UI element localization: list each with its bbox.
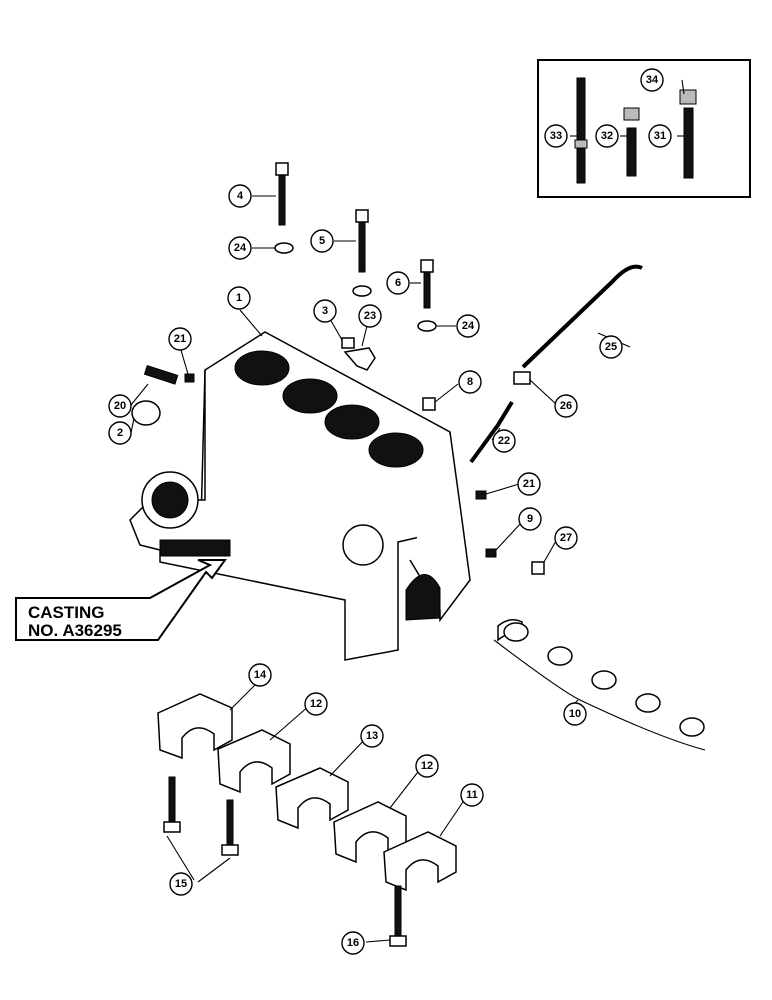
callout-26: 26 <box>554 394 578 418</box>
svg-text:21: 21 <box>523 478 535 490</box>
dipstick-25 <box>521 264 643 369</box>
bolt-15b <box>221 799 239 856</box>
svg-text:12: 12 <box>310 698 322 710</box>
callout-12a: 12 <box>304 692 328 716</box>
fitting-23 <box>343 347 376 371</box>
callout-21a: 21 <box>168 327 192 351</box>
svg-text:4: 4 <box>237 190 244 202</box>
callout-27: 27 <box>554 526 578 550</box>
svg-text:13: 13 <box>366 730 378 742</box>
svg-text:34: 34 <box>646 74 659 86</box>
svg-text:31: 31 <box>654 130 666 142</box>
callout-24a: 24 <box>228 236 252 260</box>
bearing-cap-13 <box>275 767 349 830</box>
callout-25: 25 <box>599 335 623 359</box>
callout-32: 32 <box>595 124 619 148</box>
callout-33: 33 <box>544 124 568 148</box>
callout-16: 16 <box>341 931 365 955</box>
bolt-5 <box>355 209 369 273</box>
cup-27 <box>531 561 545 575</box>
casting-label: CASTING NO. A36295 <box>15 559 227 641</box>
stud-32 <box>623 107 640 177</box>
callout-24b: 24 <box>456 314 480 338</box>
svg-text:27: 27 <box>560 532 572 544</box>
callout-21b: 21 <box>517 472 541 496</box>
bolt-15a <box>163 776 181 833</box>
callout-15: 15 <box>169 872 193 896</box>
cylinder-block-1 <box>129 331 471 661</box>
washer-24 <box>274 242 294 254</box>
svg-text:8: 8 <box>467 376 473 388</box>
callout-8: 8 <box>458 370 482 394</box>
callout-11: 11 <box>460 783 484 807</box>
callout-34: 34 <box>640 68 664 92</box>
plug-8 <box>422 397 436 411</box>
callout-9: 9 <box>518 507 542 531</box>
svg-text:32: 32 <box>601 130 613 142</box>
callout-22: 22 <box>492 429 516 453</box>
fitting-26 <box>513 371 531 385</box>
casting-label-line1: CASTING <box>28 603 105 622</box>
svg-text:24: 24 <box>462 320 475 332</box>
callout-10: 10 <box>563 702 587 726</box>
callout-2: 2 <box>108 421 132 445</box>
svg-text:11: 11 <box>466 789 478 801</box>
svg-text:20: 20 <box>114 400 126 412</box>
svg-text:26: 26 <box>560 400 572 412</box>
plug-2 <box>131 400 161 426</box>
svg-text:6: 6 <box>395 277 401 289</box>
bearing-set-10 <box>493 619 706 751</box>
callout-12b: 12 <box>415 754 439 778</box>
svg-text:14: 14 <box>254 669 267 681</box>
stud-20 <box>143 364 179 385</box>
svg-text:25: 25 <box>605 341 617 353</box>
casting-label-line2: NO. A36295 <box>28 621 122 640</box>
washer-24b <box>417 320 437 332</box>
callout-31: 31 <box>648 124 672 148</box>
svg-text:3: 3 <box>322 305 328 317</box>
bolt-6 <box>420 259 434 309</box>
plug-21b <box>475 490 487 500</box>
bolt-16 <box>389 885 407 947</box>
plug-21 <box>184 373 195 383</box>
callout-5: 5 <box>310 229 334 253</box>
bearing-cap-12a <box>217 729 291 794</box>
callout-6: 6 <box>386 271 410 295</box>
tube-22 <box>469 400 514 464</box>
svg-text:10: 10 <box>569 708 581 720</box>
bearing-cap-11 <box>383 831 457 892</box>
bolt-4 <box>275 162 289 226</box>
svg-text:1: 1 <box>236 292 242 304</box>
svg-text:33: 33 <box>550 130 562 142</box>
stud-33 <box>574 77 588 184</box>
svg-text:22: 22 <box>498 435 510 447</box>
svg-text:16: 16 <box>347 937 359 949</box>
callout-3: 3 <box>313 299 337 323</box>
svg-text:5: 5 <box>319 235 325 247</box>
callout-23: 23 <box>358 304 382 328</box>
svg-text:23: 23 <box>364 310 376 322</box>
bearing-cap-14 <box>157 693 233 760</box>
leader-lines <box>130 79 685 943</box>
svg-text:24: 24 <box>234 242 247 254</box>
svg-text:15: 15 <box>175 878 187 890</box>
callout-1: 1 <box>227 286 251 310</box>
plug-9 <box>485 548 497 558</box>
callout-13: 13 <box>360 724 384 748</box>
plug-3 <box>341 337 355 349</box>
inset-box <box>537 59 751 198</box>
callout-4: 4 <box>228 184 252 208</box>
svg-text:9: 9 <box>527 513 533 525</box>
svg-text:12: 12 <box>421 760 433 772</box>
stud-31 <box>679 89 697 179</box>
svg-text:21: 21 <box>174 333 186 345</box>
callout-20: 20 <box>108 394 132 418</box>
washer-5 <box>352 285 372 297</box>
callout-14: 14 <box>248 663 272 687</box>
svg-text:2: 2 <box>117 427 123 439</box>
